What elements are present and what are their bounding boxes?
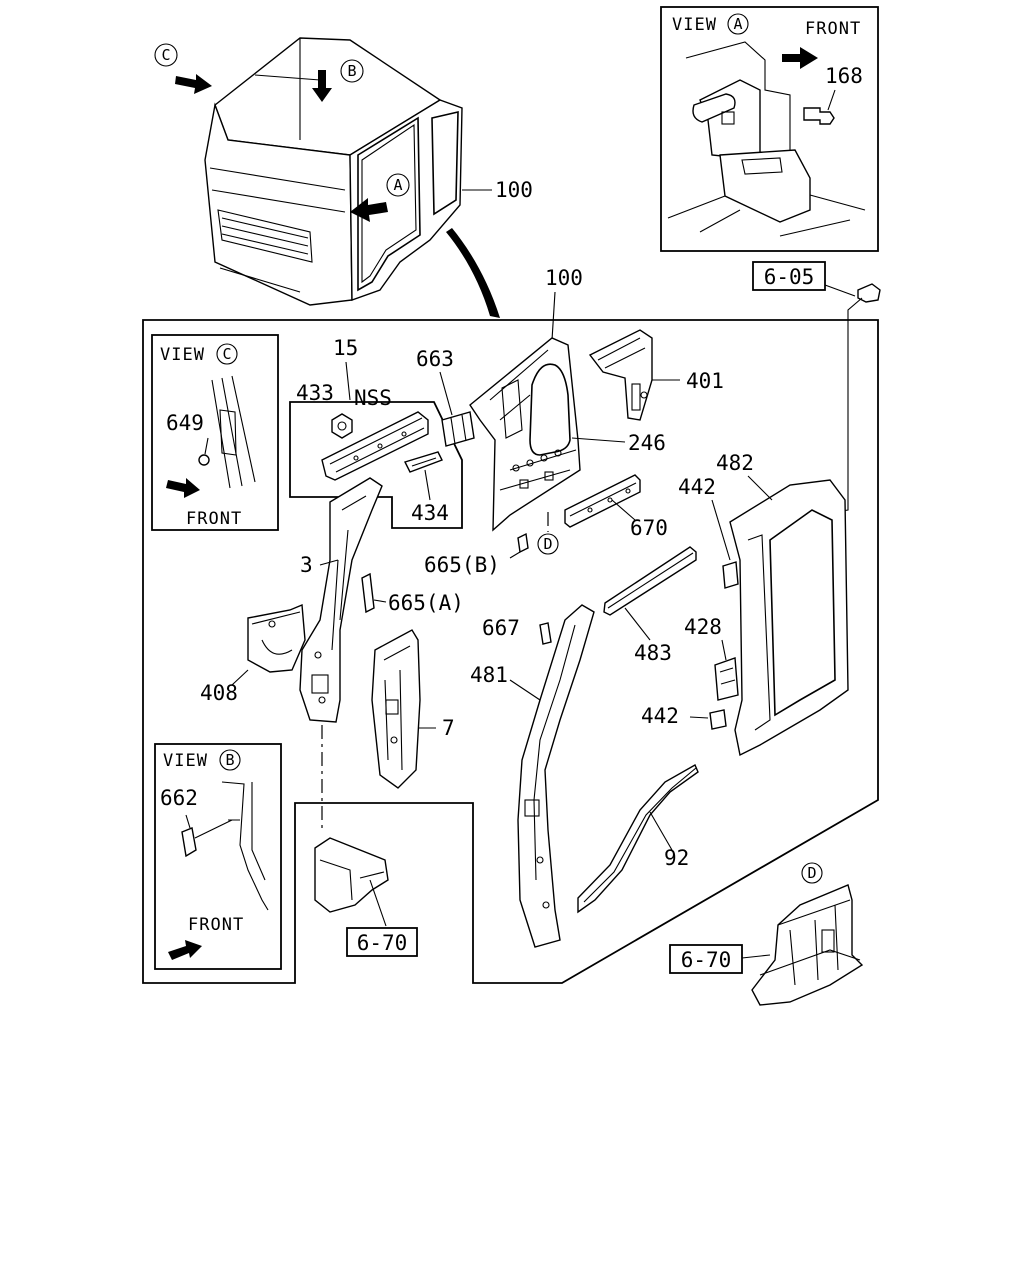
part-7 (371, 629, 421, 789)
part-label-442b: 442 (641, 704, 679, 728)
cab-overview (204, 37, 463, 306)
part-label-442a: 442 (678, 475, 716, 499)
view-a-letter: A (733, 15, 742, 33)
sweep-arrow (446, 228, 500, 318)
part-label-428: 428 (684, 615, 722, 639)
part-15-group: 15 433 NSS 434 (289, 336, 463, 529)
ref-6-70-left: 6-70 (357, 931, 408, 955)
view-b-letter: B (225, 751, 234, 769)
marker-d-main: D (543, 535, 552, 553)
view-c-title: VIEW (160, 345, 205, 365)
part-label-665b: 665(B) (424, 553, 500, 577)
lower-part-left (314, 837, 389, 913)
part-92 (577, 764, 699, 914)
marker-a: A (350, 173, 410, 222)
marker-c: C (154, 43, 212, 94)
part-408 (247, 603, 306, 673)
part-3 (299, 477, 383, 723)
part-label-483: 483 (634, 641, 672, 665)
part-label-481: 481 (470, 663, 508, 687)
part-label-100-main: 100 (545, 266, 583, 290)
part-481 (517, 604, 595, 948)
part-label-100-top: 100 (495, 178, 533, 202)
part-label-663: 663 (416, 347, 454, 371)
part-670 (564, 474, 641, 528)
main-frame (142, 319, 879, 984)
part-label-168: 168 (825, 64, 863, 88)
ref-6-70-right: 6-70 (681, 948, 732, 972)
part-label-662: 662 (160, 786, 198, 810)
part-label-246: 246 (628, 431, 666, 455)
marker-a-letter: A (393, 176, 402, 194)
view-a-front: FRONT (805, 19, 861, 39)
part-246 (469, 337, 581, 532)
ref-6-05: 6-05 (764, 265, 815, 289)
part-label-15: 15 (333, 336, 358, 360)
view-c-letter: C (222, 345, 231, 363)
view-b-title: VIEW (163, 751, 208, 771)
view-b-panel: VIEW B 662 FRONT (154, 743, 282, 970)
part-label-3: 3 (300, 553, 313, 577)
part-label-482: 482 (716, 451, 754, 475)
part-label-7: 7 (442, 716, 455, 740)
part-label-434: 434 (411, 501, 449, 525)
label-nss: NSS (354, 386, 392, 410)
part-label-649: 649 (166, 411, 204, 435)
marker-b: B (312, 59, 364, 102)
part-label-408: 408 (200, 681, 238, 705)
part-label-433: 433 (296, 381, 334, 405)
marker-b-letter: B (347, 62, 356, 80)
view-a-panel: VIEW A FRONT 168 (660, 6, 879, 252)
view-b-front: FRONT (188, 915, 244, 935)
part-label-670: 670 (630, 516, 668, 540)
view-c-panel: VIEW C 649 FRONT (151, 334, 279, 531)
part-label-92: 92 (664, 846, 689, 870)
part-label-665a: 665(A) (388, 591, 464, 615)
part-401 (588, 329, 653, 421)
marker-d-floor: D (807, 864, 816, 882)
view-a-title: VIEW (672, 15, 717, 35)
marker-c-letter: C (161, 46, 170, 64)
part-label-667: 667 (482, 616, 520, 640)
floor-section-d: D (751, 862, 864, 1006)
part-483 (603, 546, 697, 616)
view-c-front: FRONT (186, 509, 242, 529)
part-482 (729, 479, 849, 757)
part-label-401: 401 (686, 369, 724, 393)
